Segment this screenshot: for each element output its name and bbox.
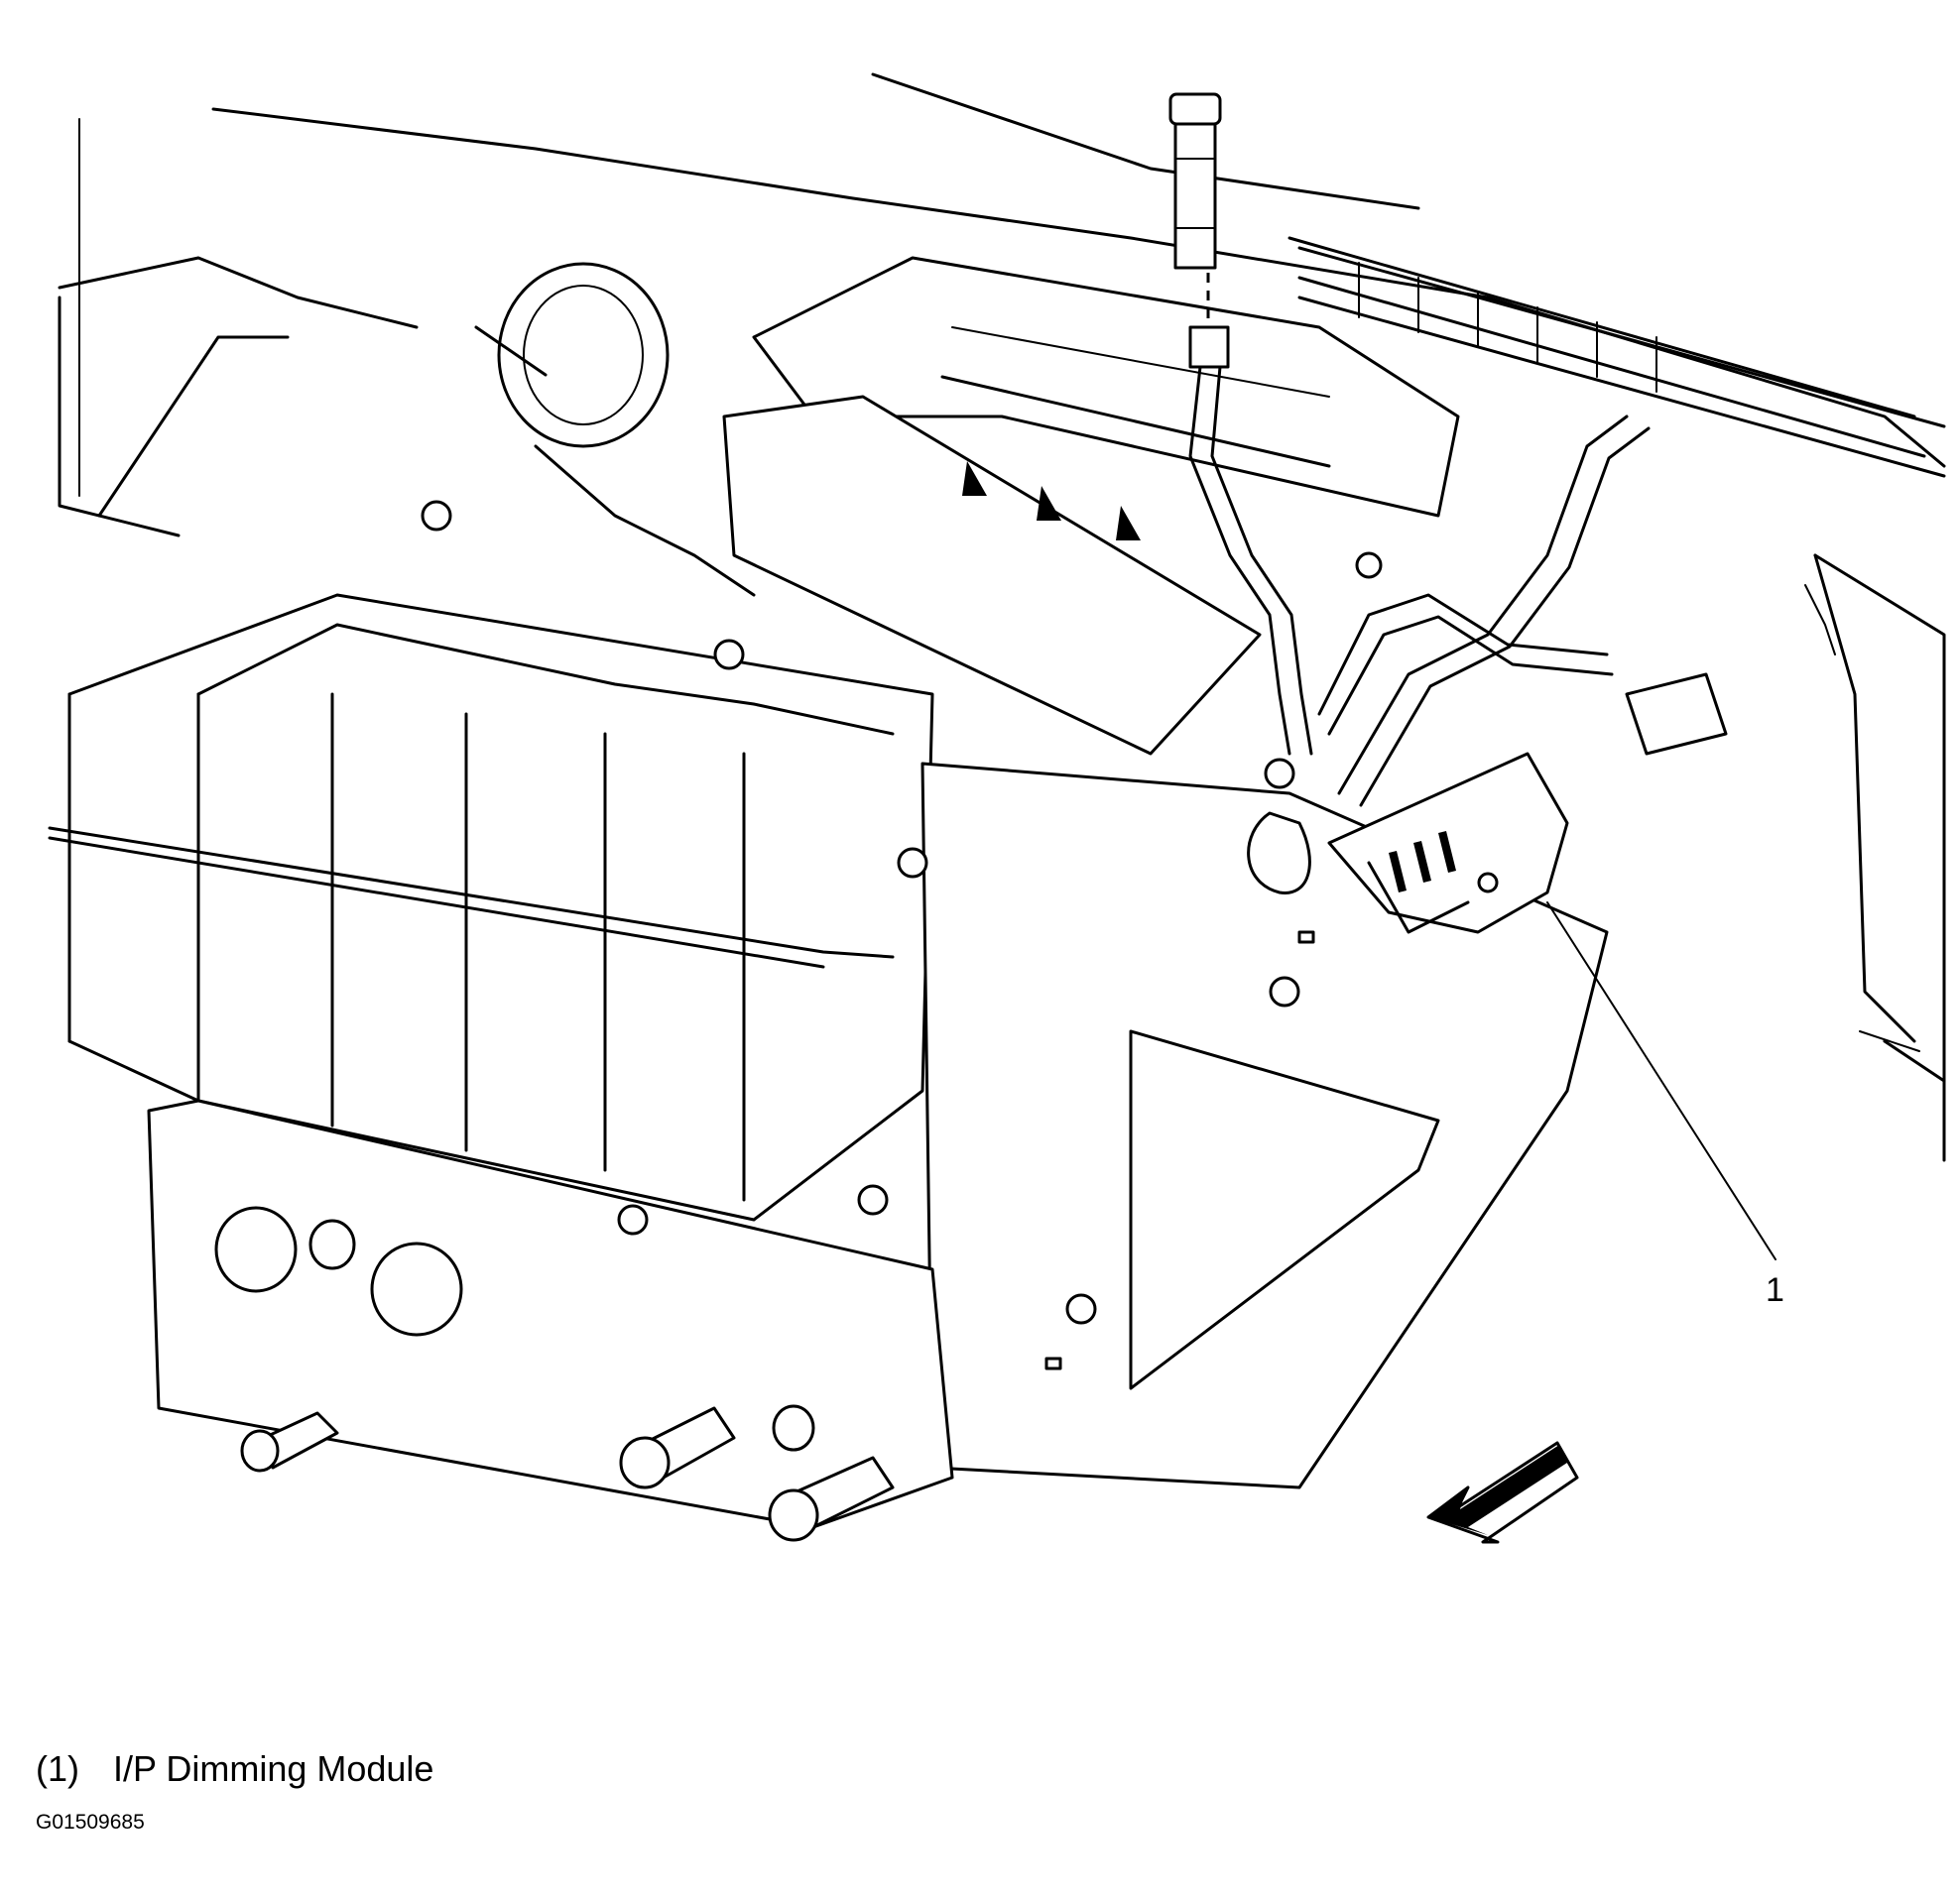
wiring-harness	[1188, 365, 1651, 894]
ip-dimming-module	[1327, 672, 1728, 934]
legend-number: (1)	[36, 1748, 79, 1789]
figure-id: G01509685	[36, 1811, 145, 1834]
upper-housing	[722, 256, 1460, 756]
legend-label: I/P Dimming Module	[113, 1748, 434, 1789]
forward-direction-arrow-icon	[1426, 1441, 1579, 1544]
bulb-socket	[1168, 92, 1230, 369]
hvac-module-box	[48, 593, 934, 1222]
dash-structure-lines	[58, 72, 1946, 1162]
mounting-bolts	[421, 500, 1383, 1236]
module-side-panel	[920, 762, 1609, 1489]
callout-1: 1	[1546, 901, 1784, 1309]
vacuum-actuator	[474, 262, 756, 597]
callout-number: 1	[1766, 1271, 1784, 1309]
harness-tube-right	[1297, 246, 1946, 478]
legend-item: (1) I/P Dimming Module	[36, 1748, 433, 1790]
lower-flange	[147, 1099, 954, 1542]
